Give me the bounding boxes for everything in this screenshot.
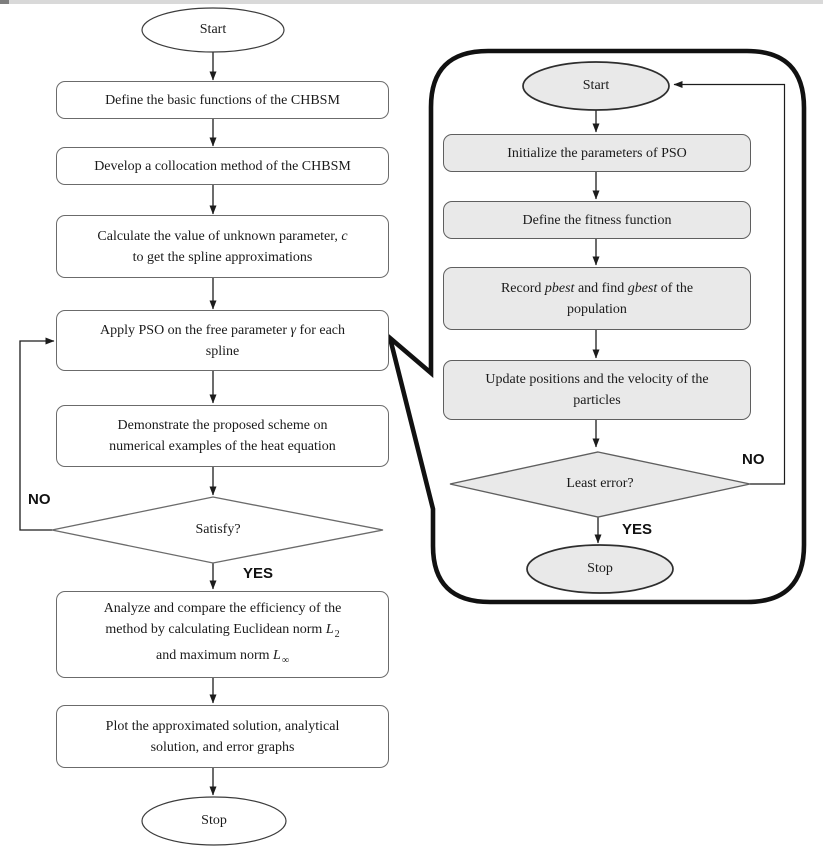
least-error-decision-label: Least error? [566, 476, 634, 491]
satisfy-decision-label: Satisfy? [195, 522, 241, 537]
text-fragment: Record [500, 280, 545, 296]
step-text-line2: solution, and error graphs [150, 739, 295, 755]
step-text-line1: Demonstrate the proposed scheme on [117, 418, 328, 433]
math-var-c: c [341, 228, 348, 244]
arrow-satisfy-no-loop [19, 337, 55, 531]
math-sub-2: 2 [334, 629, 340, 640]
main-stop-label: Stop [201, 813, 227, 828]
step-text-line1: Plot the approximated solution, analytic… [105, 718, 340, 734]
step-analyze-compare: Analyze and compare the efficiency of th… [56, 591, 389, 678]
step-plot-solutions: Plot the approximated solution, analytic… [56, 705, 389, 768]
satisfy-decision-diamond [51, 496, 384, 564]
step-calculate-parameter: Calculate the value of unknown parameter… [56, 215, 389, 278]
pso-step-initialize: Initialize the parameters of PSO [443, 134, 751, 172]
inset-stop-label: Stop [587, 561, 613, 576]
step-text-line1: Update positions and the velocity of the [485, 372, 709, 387]
step-text-line1: Calculate the value of unknown parameter… [97, 226, 347, 247]
pso-step-record-best: Record pbest and find gbest of the popul… [443, 267, 751, 330]
page-edge-strip [0, 0, 823, 4]
math-var-L2: L [325, 622, 334, 638]
step-text: Define the fitness function [522, 212, 672, 228]
step-develop-collocation: Develop a collocation method of the CHBS… [56, 147, 389, 185]
least-error-decision-diamond [449, 451, 751, 518]
main-yes-label: YES [243, 565, 274, 582]
text-fragment: and find [574, 280, 628, 296]
step-text-line2: numerical examples of the heat equation [109, 439, 336, 454]
page-edge-corner [0, 0, 9, 4]
math-var-Linf: L [273, 648, 281, 663]
step-text-line2: to get the spline approximations [132, 249, 313, 265]
step-text-line1: Apply PSO on the free parameter γ for ea… [100, 320, 345, 341]
inset-stop-terminator [526, 544, 674, 594]
inset-no-label: NO [742, 451, 765, 468]
step-apply-pso: Apply PSO on the free parameter γ for ea… [56, 310, 389, 371]
main-stop-terminator [141, 796, 287, 846]
main-no-label: NO [28, 491, 51, 508]
step-text-line2: method by calculating Euclidean norm L2 [105, 619, 339, 645]
step-define-basic-functions: Define the basic functions of the CHBSM [56, 81, 389, 119]
math-var-gamma: γ [290, 322, 297, 338]
math-var-gbest: gbest [627, 280, 658, 296]
step-text-line2: spline [205, 343, 240, 359]
step-demonstrate-scheme: Demonstrate the proposed scheme on numer… [56, 405, 389, 467]
text-fragment: and maximum norm [156, 648, 274, 663]
math-sub-inf: ∞ [281, 654, 289, 666]
step-text-line3: and maximum norm L∞ [156, 645, 289, 671]
inset-start-label: Start [582, 78, 610, 93]
text-fragment: Apply PSO on the free parameter [100, 322, 291, 338]
step-text-line1: Record pbest and find gbest of the [501, 278, 693, 299]
pso-step-update-particles: Update positions and the velocity of the… [443, 360, 751, 420]
step-text: Develop a collocation method of the CHBS… [94, 158, 351, 174]
step-text-line2: population [567, 301, 627, 317]
text-fragment: for each [296, 322, 345, 338]
inset-start-terminator [522, 61, 670, 111]
step-text: Define the basic functions of the CHBSM [105, 92, 340, 108]
step-text-line2: particles [573, 393, 621, 408]
main-start-label: Start [199, 22, 227, 37]
text-fragment: of the [657, 280, 694, 296]
math-var-pbest: pbest [544, 280, 575, 296]
arrow-leasterror-no-loop [673, 81, 786, 485]
text-fragment: Calculate the value of unknown parameter… [97, 228, 342, 244]
step-text-line1: Analyze and compare the efficiency of th… [103, 601, 342, 617]
step-text: Initialize the parameters of PSO [507, 145, 687, 161]
text-fragment: method by calculating Euclidean norm [105, 622, 326, 638]
main-start-terminator [141, 7, 285, 53]
inset-yes-label: YES [622, 521, 653, 538]
pso-step-fitness: Define the fitness function [443, 201, 751, 239]
